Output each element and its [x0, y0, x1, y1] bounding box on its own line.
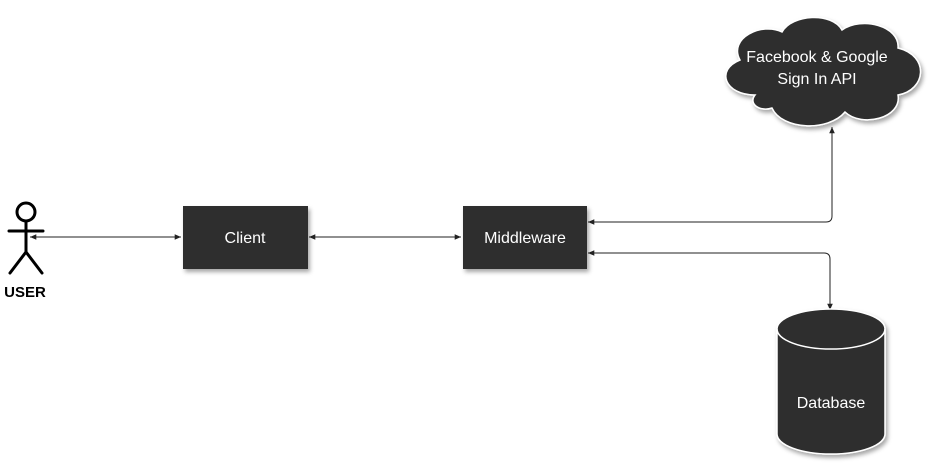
edge-middleware-cloud-api [588, 127, 835, 225]
client-node: Client [183, 206, 308, 269]
client-label: Client [225, 230, 266, 247]
user-label: USER [4, 284, 46, 301]
middleware-node: Middleware [463, 206, 587, 269]
cloud-api-node: Facebook & Google Sign In API [725, 16, 922, 127]
cloud-icon [725, 16, 922, 127]
database-cylinder-icon [776, 308, 886, 455]
cloud-api-label-line1: Facebook & Google [746, 49, 888, 66]
edge-middleware-database [588, 250, 833, 310]
user-actor: USER [0, 201, 50, 302]
stick-figure-icon [7, 201, 45, 275]
middleware-label: Middleware [484, 230, 566, 247]
cloud-api-label-line2: Sign In API [777, 71, 856, 88]
database-node: Database [776, 308, 886, 455]
database-label: Database [797, 395, 866, 412]
middleware-box [463, 206, 587, 269]
client-box [183, 206, 308, 269]
user-label-background [0, 280, 50, 302]
